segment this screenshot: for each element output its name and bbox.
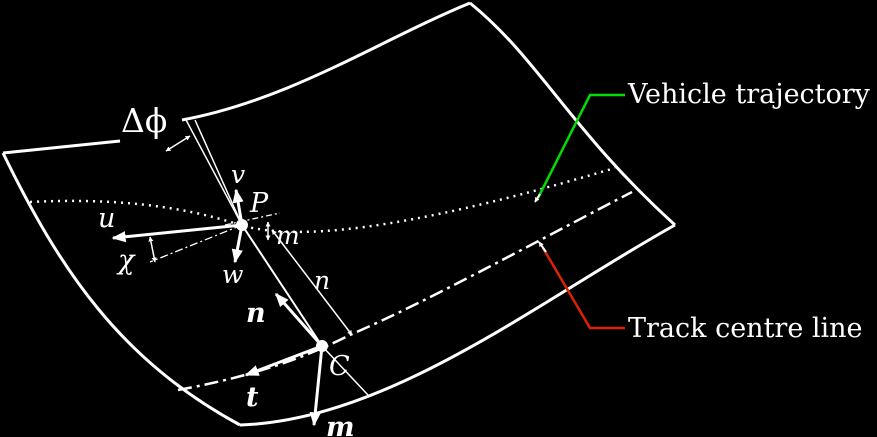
vectors-at-c: [244, 292, 324, 427]
vehicle-trajectory-label: Vehicle trajectory: [627, 79, 871, 110]
point-c: [316, 340, 328, 352]
m-vector-label: m: [326, 412, 355, 437]
w-label: w: [222, 260, 243, 289]
surface-right-edge: [469, 1, 677, 227]
vehicle-trajectory-line: [29, 166, 616, 234]
point-p: [236, 219, 248, 231]
heading-line-2: [194, 119, 243, 226]
chi-angle-arrow: [148, 236, 157, 263]
surface-bottom-edge: [239, 223, 676, 427]
m-offset-label: m: [276, 221, 300, 250]
c-extension-line: [321, 345, 369, 396]
tangent-ref-dashdot: [224, 212, 281, 226]
n-unit-vector: [274, 292, 324, 347]
trajectory-callout-leader: [536, 93, 625, 199]
n-vector-label: n: [246, 298, 266, 329]
t-vector-label: t: [246, 382, 259, 413]
w-vector: [231, 224, 244, 264]
v-label: v: [231, 160, 245, 189]
c-label: C: [329, 351, 350, 382]
chi-reference-line: [149, 224, 243, 263]
delta-phi-arc-arrow: [165, 135, 191, 152]
heading-line-1: [184, 117, 243, 226]
delta-phi-label: Δϕ: [121, 101, 167, 140]
n-distance-label: n: [314, 266, 330, 295]
track-centre-line-label: Track centre line: [628, 313, 863, 344]
centreline-callout-arrow: [538, 241, 547, 253]
u-vector: [111, 223, 243, 243]
track-centre-line: [177, 190, 633, 392]
m-unit-vector: [309, 345, 324, 427]
centreline-callout-leader: [541, 247, 625, 330]
t-unit-vector: [244, 344, 323, 377]
trajectory-callout-arrow: [534, 193, 541, 203]
surface-left-edge: [1, 152, 241, 427]
u-label: u: [98, 203, 115, 234]
track-surface-outline: [1, 1, 677, 427]
p-label: P: [249, 188, 269, 219]
n-distance-arrow: [271, 229, 353, 336]
surface-top-edge: [181, 1, 471, 122]
surface-top-edge-left: [2, 139, 121, 155]
chi-label: χ: [116, 245, 136, 276]
